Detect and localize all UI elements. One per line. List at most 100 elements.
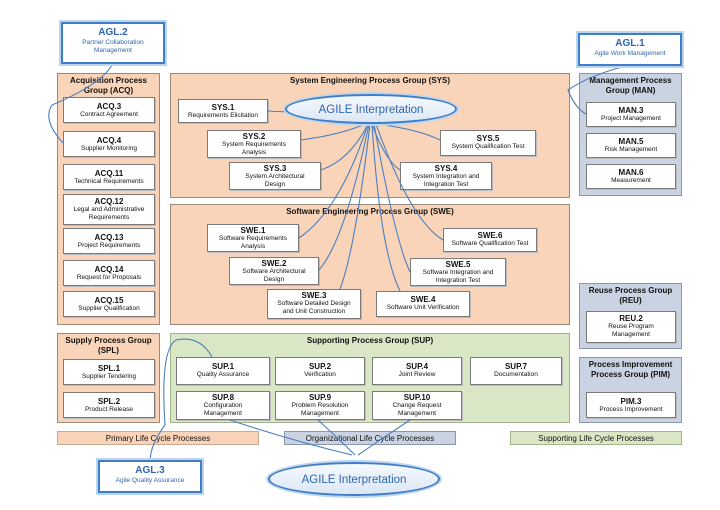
sys-4-name-2: Integration Test	[423, 180, 469, 188]
sup-8-name-2: Management	[204, 409, 242, 417]
sys-5-id: SYS.5	[476, 134, 500, 143]
acq-15-name: Supplier Qualification	[78, 305, 140, 312]
acq-15-id: ACQ.15	[94, 296, 124, 305]
sup-2-name: Verification	[304, 371, 336, 378]
acq-14-name: Request for Proposals	[76, 274, 142, 281]
sys-2-name-2: Analysis	[241, 148, 267, 156]
sup-4-id: SUP.4	[405, 362, 429, 371]
sup-1-id: SUP.1	[211, 362, 235, 371]
process-improvement-group-title-2: Process Group (PIM)	[590, 369, 671, 379]
sup-1-name: Quality Assurance	[196, 371, 250, 378]
spl-2-id: SPL.2	[97, 397, 121, 406]
sup-9-name: Problem Resolution	[291, 402, 349, 409]
acq-4-id: ACQ.4	[96, 136, 122, 145]
sys-4-id: SYS.4	[434, 164, 458, 173]
acq-4-name: Supplier Monitoring	[80, 145, 137, 152]
sup-10-name-2: Management	[398, 409, 436, 417]
swe-3-id: SWE.3	[301, 291, 327, 300]
reu-2-id: REU.2	[619, 314, 643, 323]
agile-interpretation-bottom: AGILE Interpretation	[268, 462, 440, 496]
swe-1-name-2: Analysis	[240, 242, 266, 250]
sup-7-name: Documentation	[494, 371, 538, 378]
sup-8-name: Configuration	[203, 402, 243, 409]
agl-2-name-2: Management	[94, 47, 132, 54]
swe-2-name: Software Architectural	[242, 268, 306, 275]
acquisition-group-title-2: Group (ACQ)	[83, 85, 134, 95]
swe-2-name-2: Design	[263, 275, 285, 283]
swe-1-name: Software Requirements	[219, 235, 287, 242]
man-6-name: Measurement	[611, 177, 651, 184]
software-engineering-group-title: Software Engineering Process Group (SWE)	[286, 207, 454, 216]
sys-1-id: SYS.1	[211, 103, 235, 112]
sup-7-id: SUP.7	[504, 362, 528, 371]
sup-2-id: SUP.2	[308, 362, 332, 371]
agl-3-id: AGL.3	[135, 465, 165, 476]
man-6-id: MAN.6	[618, 168, 644, 177]
agl-2-box: AGL.2 Partner Collaboration Management	[61, 22, 165, 64]
acq-12-id: ACQ.12	[94, 197, 124, 206]
agl-2-id: AGL.2	[98, 27, 128, 38]
swe-3-name: Software Detailed Design	[277, 300, 351, 307]
acq-12-name: Legal and Administrative	[73, 206, 145, 213]
supply-group-title: Supply Process Group	[65, 336, 152, 345]
sys-5-name: System Qualification Test	[451, 143, 525, 150]
sup-4-name: Joint Review	[398, 371, 436, 378]
swe-1-id: SWE.1	[240, 226, 266, 235]
acq-11-id: ACQ.11	[94, 169, 124, 178]
agl-2-name: Partner Collaboration	[82, 39, 144, 46]
acq-3-name: Contract Agreement	[80, 111, 138, 118]
agl-1-name: Agile Work Management	[594, 50, 666, 57]
sys-3-name: System Architectural	[245, 173, 305, 180]
sup-9-name-2: Management	[301, 409, 339, 417]
man-3-name: Project Management	[601, 115, 661, 122]
reu-2-name: Reuse Program	[608, 323, 654, 330]
sup-9-id: SUP.9	[308, 393, 332, 402]
acq-12-name-2: Requirements	[88, 213, 130, 221]
pim-3-name: Process Improvement	[599, 406, 663, 413]
man-3-id: MAN.3	[618, 106, 644, 115]
sys-3-name-2: Design	[264, 180, 286, 188]
sup-10-id: SUP.10	[403, 393, 431, 402]
supply-group-title-2: (SPL)	[98, 345, 119, 355]
swe-2-id: SWE.2	[261, 259, 287, 268]
supporting-group-title: Supporting Process Group (SUP)	[306, 336, 434, 345]
sys-1-name: Requirements Elicitation	[187, 112, 259, 119]
system-engineering-group-title: System Engineering Process Group (SYS)	[289, 76, 451, 85]
swe-4-name: Software Unit Verification	[386, 304, 460, 311]
swe-5-name: Software Integration and	[422, 269, 494, 276]
legend-primary: Primary Life Cycle Processes	[57, 431, 259, 445]
spl-2-name: Product Release	[84, 406, 134, 413]
acq-13-name: Project Requirements	[77, 242, 141, 249]
agl-3-name: Agile Quality Assurance	[115, 477, 185, 484]
acq-13-id: ACQ.13	[94, 233, 124, 242]
swe-5-name-2: Integration Test	[435, 276, 481, 284]
swe-5-id: SWE.5	[445, 260, 471, 269]
reu-2-name-2: Management	[612, 330, 650, 338]
agl-1-box: AGL.1 Agile Work Management	[578, 33, 682, 66]
sup-8-id: SUP.8	[211, 393, 235, 402]
agl-1-id: AGL.1	[615, 38, 645, 49]
management-group-title: Management Process	[589, 76, 672, 85]
sup-10-name: Change Request	[392, 402, 442, 409]
sys-2-id: SYS.2	[242, 132, 266, 141]
